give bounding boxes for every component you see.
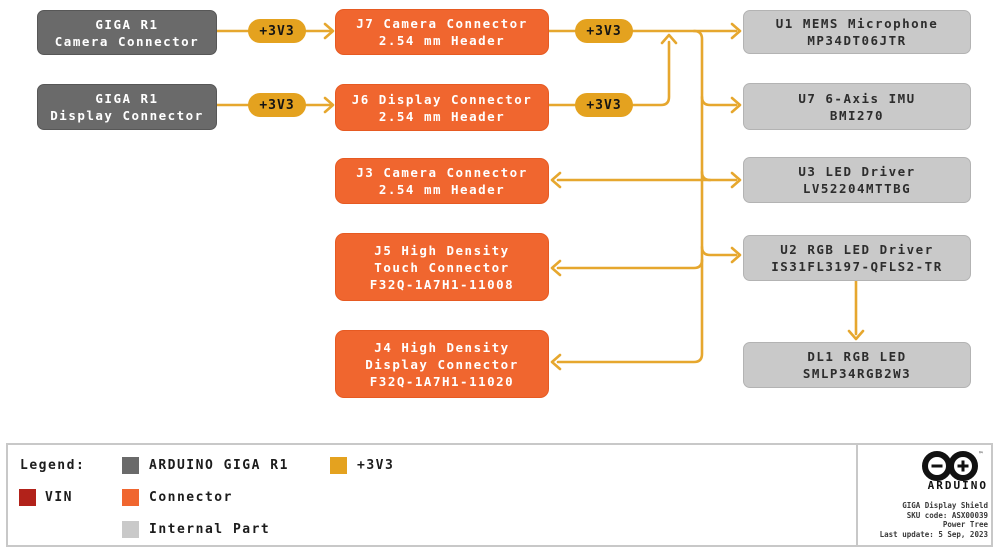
arrow-into-j3 — [550, 171, 562, 189]
box-text-line: J5 High Density — [374, 242, 510, 258]
arrow-up-junction — [660, 33, 678, 45]
box-text-line: J3 Camera Connector — [356, 165, 528, 180]
box-giga-r1-camera-connector: GIGA R1 Camera Connector — [37, 10, 217, 55]
box-giga-r1-display-connector: GIGA R1 Display Connector — [37, 84, 217, 130]
rail-badge-3v3: +3V3 — [248, 93, 306, 117]
legend-label-3v3: +3V3 — [357, 458, 395, 473]
arduino-logo-icon: ™ — [922, 451, 983, 481]
rail-badge-3v3: +3V3 — [575, 19, 633, 43]
rail-badge-3v3: +3V3 — [575, 93, 633, 117]
arrow-into-u7 — [730, 96, 742, 114]
box-text-line: DL1 RGB LED — [807, 349, 907, 364]
doc-info: GIGA Display Shield SKU code: ASX00039 P… — [850, 501, 988, 539]
doc-type: Power Tree — [942, 520, 988, 529]
trademark-mark: ™ — [979, 451, 983, 458]
arduino-wordmark: ARDUINO — [927, 479, 988, 492]
box-text-line: U7 6-Axis IMU — [798, 90, 916, 106]
legend-swatch-connector — [122, 489, 139, 506]
legend-swatch-3v3 — [330, 457, 347, 474]
arrow-into-u1 — [730, 22, 742, 40]
box-j6-display-connector: J6 Display Connector 2.54 mm Header — [335, 84, 549, 131]
box-text-line: MP34DT06JTR — [807, 33, 907, 48]
arrow-into-j7 — [323, 22, 335, 40]
box-text-line: BMI270 — [829, 107, 885, 123]
box-text-line: Camera Connector — [54, 33, 200, 49]
arrow-into-j6 — [323, 96, 335, 114]
box-u2-rgb-led-driver: U2 RGB LED Driver IS31FL3197-QFLS2-TR — [743, 235, 971, 281]
legend-label-connector: Connector — [149, 490, 233, 505]
box-text-line: LV52204MTTBG — [802, 181, 912, 196]
legend-label-internal: Internal Part — [149, 522, 271, 537]
box-text-line: SMLP34RGB2W3 — [802, 366, 912, 381]
wire-trunk — [556, 29, 704, 364]
box-text-line: GIGA R1 — [95, 91, 159, 106]
box-text-line: Display Connector — [50, 108, 204, 123]
legend-label-vin: VIN — [45, 490, 73, 505]
box-text-line: Touch Connector — [374, 259, 510, 275]
legend-swatch-vin — [19, 489, 36, 506]
box-text-line: Display Connector — [365, 356, 519, 372]
box-text-line: U3 LED Driver — [798, 164, 916, 179]
box-text-line: J6 Display Connector — [351, 91, 533, 107]
box-text-line: 2.54 mm Header — [378, 33, 506, 48]
box-text-line: IS31FL3197-QFLS2-TR — [771, 259, 943, 274]
arrow-into-j4 — [550, 353, 562, 371]
box-text-line: 2.54 mm Header — [378, 182, 506, 197]
arrow-into-u2 — [730, 246, 742, 264]
box-text-line: J7 Camera Connector — [356, 16, 528, 31]
legend-panel: Legend: VIN ARDUINO GIGA R1 Connector In… — [6, 443, 993, 547]
box-text-line: U2 RGB LED Driver — [780, 242, 934, 257]
box-j5-touch-connector: J5 High Density Touch Connector F32Q-1A7… — [335, 233, 549, 301]
doc-sku: SKU code: ASX00039 — [906, 510, 988, 520]
legend-swatch-internal — [122, 521, 139, 538]
box-text-line: J4 High Density — [374, 339, 510, 355]
legend-divider — [856, 445, 858, 545]
box-text-line: F32Q-1A7H1-11020 — [369, 373, 515, 389]
wire-j5 — [556, 258, 704, 270]
doc-product: GIGA Display Shield — [902, 501, 988, 510]
wire-j6-up-to-rail — [545, 40, 671, 107]
arrow-into-j5 — [550, 259, 562, 277]
box-j4-display-connector: J4 High Density Display Connector F32Q-1… — [335, 330, 549, 398]
rail-badge-3v3: +3V3 — [248, 19, 306, 43]
box-text-line: GIGA R1 — [95, 16, 159, 32]
box-text-line: U1 MEMS Microphone — [775, 16, 939, 31]
box-j7-camera-connector: J7 Camera Connector 2.54 mm Header — [335, 9, 549, 55]
box-dl1-rgb-led: DL1 RGB LED SMLP34RGB2W3 — [743, 342, 971, 388]
arrow-into-u3 — [730, 171, 742, 189]
box-u7-imu: U7 6-Axis IMU BMI270 — [743, 83, 971, 130]
box-u1-mems-microphone: U1 MEMS Microphone MP34DT06JTR — [743, 10, 971, 54]
box-text-line: F32Q-1A7H1-11008 — [369, 276, 515, 292]
box-text-line: 2.54 mm Header — [378, 108, 506, 124]
box-j3-camera-connector: J3 Camera Connector 2.54 mm Header — [335, 158, 549, 204]
legend-title: Legend: — [20, 458, 86, 473]
doc-last-update: Last update: 5 Sep, 2023 — [879, 529, 988, 539]
wire-merge-u3 — [700, 170, 712, 182]
box-u3-led-driver: U3 LED Driver LV52204MTTBG — [743, 157, 971, 203]
branding-area: ™ ARDUINO GIGA Display Shield SKU code: … — [850, 443, 993, 543]
wire-branch-u7 — [700, 95, 738, 107]
legend-swatch-giga — [122, 457, 139, 474]
wire-branch-u2 — [700, 245, 738, 257]
arrow-into-dl1 — [847, 329, 865, 341]
legend-label-giga: ARDUINO GIGA R1 — [149, 458, 289, 473]
